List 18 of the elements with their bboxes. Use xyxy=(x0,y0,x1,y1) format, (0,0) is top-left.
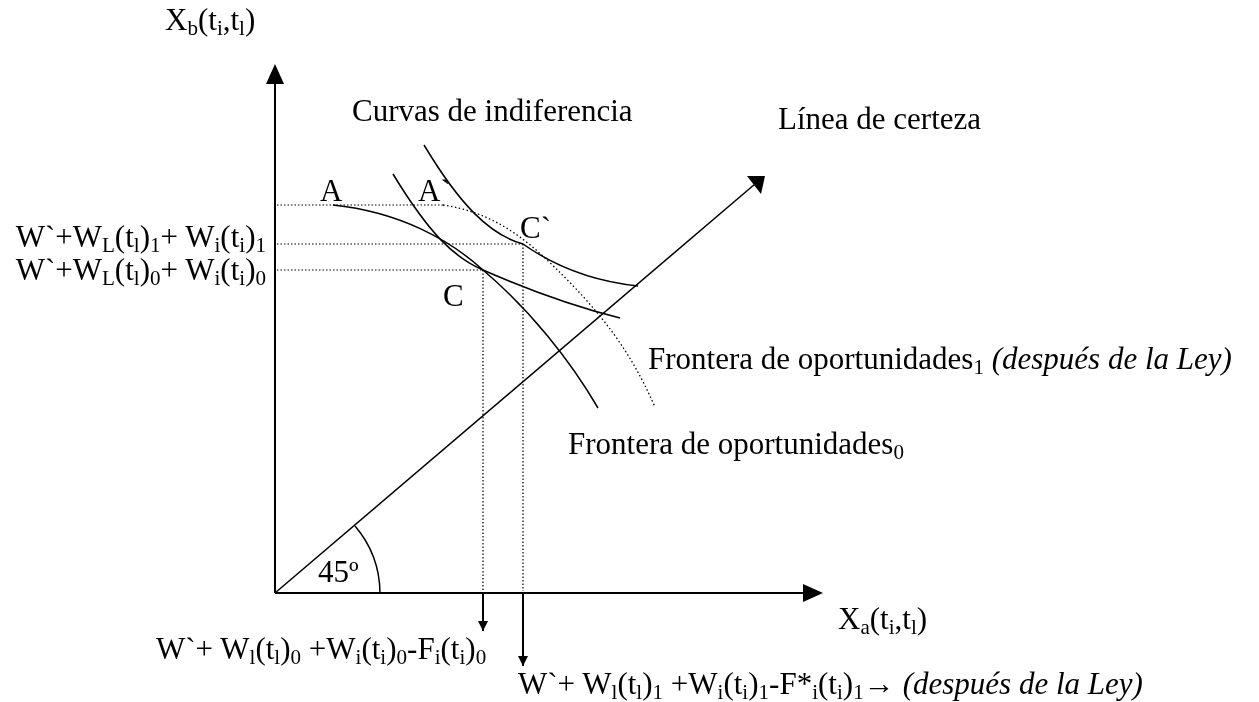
axis-label: X$_{b}$(t$_{i}$,t$_{l}$) xyxy=(165,4,256,35)
axis-label: Frontera de oportunidades$_{0}$ xyxy=(568,428,904,459)
formula-label: W`+ W$_{l}$(t$_{l}$)$_{0}$ +W$_{i}$(t$_{i}$)$_{0}$-F$_{i}$(t$_{i}$)$_{0}$ xyxy=(156,633,487,664)
axis-label: X$_{a}$(t$_{i}$,t$_{l}$) xyxy=(838,603,928,634)
axis-label: Curvas de indiferencia xyxy=(352,95,633,126)
axis-label: A` xyxy=(418,175,451,206)
formula-label: W`+ W$_{l}$(t$_{l}$)$_{1}$ +W$_{i}$(t$_{i}$)$_{1}$-F*$_{i}$(t$_{i}$)$_{1}$→ xyxy=(518,668,895,699)
arrow xyxy=(478,592,488,632)
arrow xyxy=(518,592,528,667)
axis-label: Línea de certeza xyxy=(778,103,982,134)
axis-label: C` xyxy=(520,212,551,243)
formula-label: (después de la Ley) xyxy=(902,668,1143,699)
axis-label: W`+W$_{L}$(t$_{l}$)$_{1}$+ W$_{i}$(t$_{i}$)$_{1}$ xyxy=(14,221,266,252)
axis-label: Frontera de oportunidades$_{1}$ (después de la Ley) xyxy=(648,343,1232,374)
axis-label: 45º xyxy=(318,556,359,587)
axis-label: C xyxy=(443,280,464,311)
axis-label: A xyxy=(320,175,343,206)
axis-label: W`+W$_{L}$(t$_{l}$)$_{0}$+ W$_{i}$(t$_{i}$)$_{0}$ xyxy=(14,254,266,285)
